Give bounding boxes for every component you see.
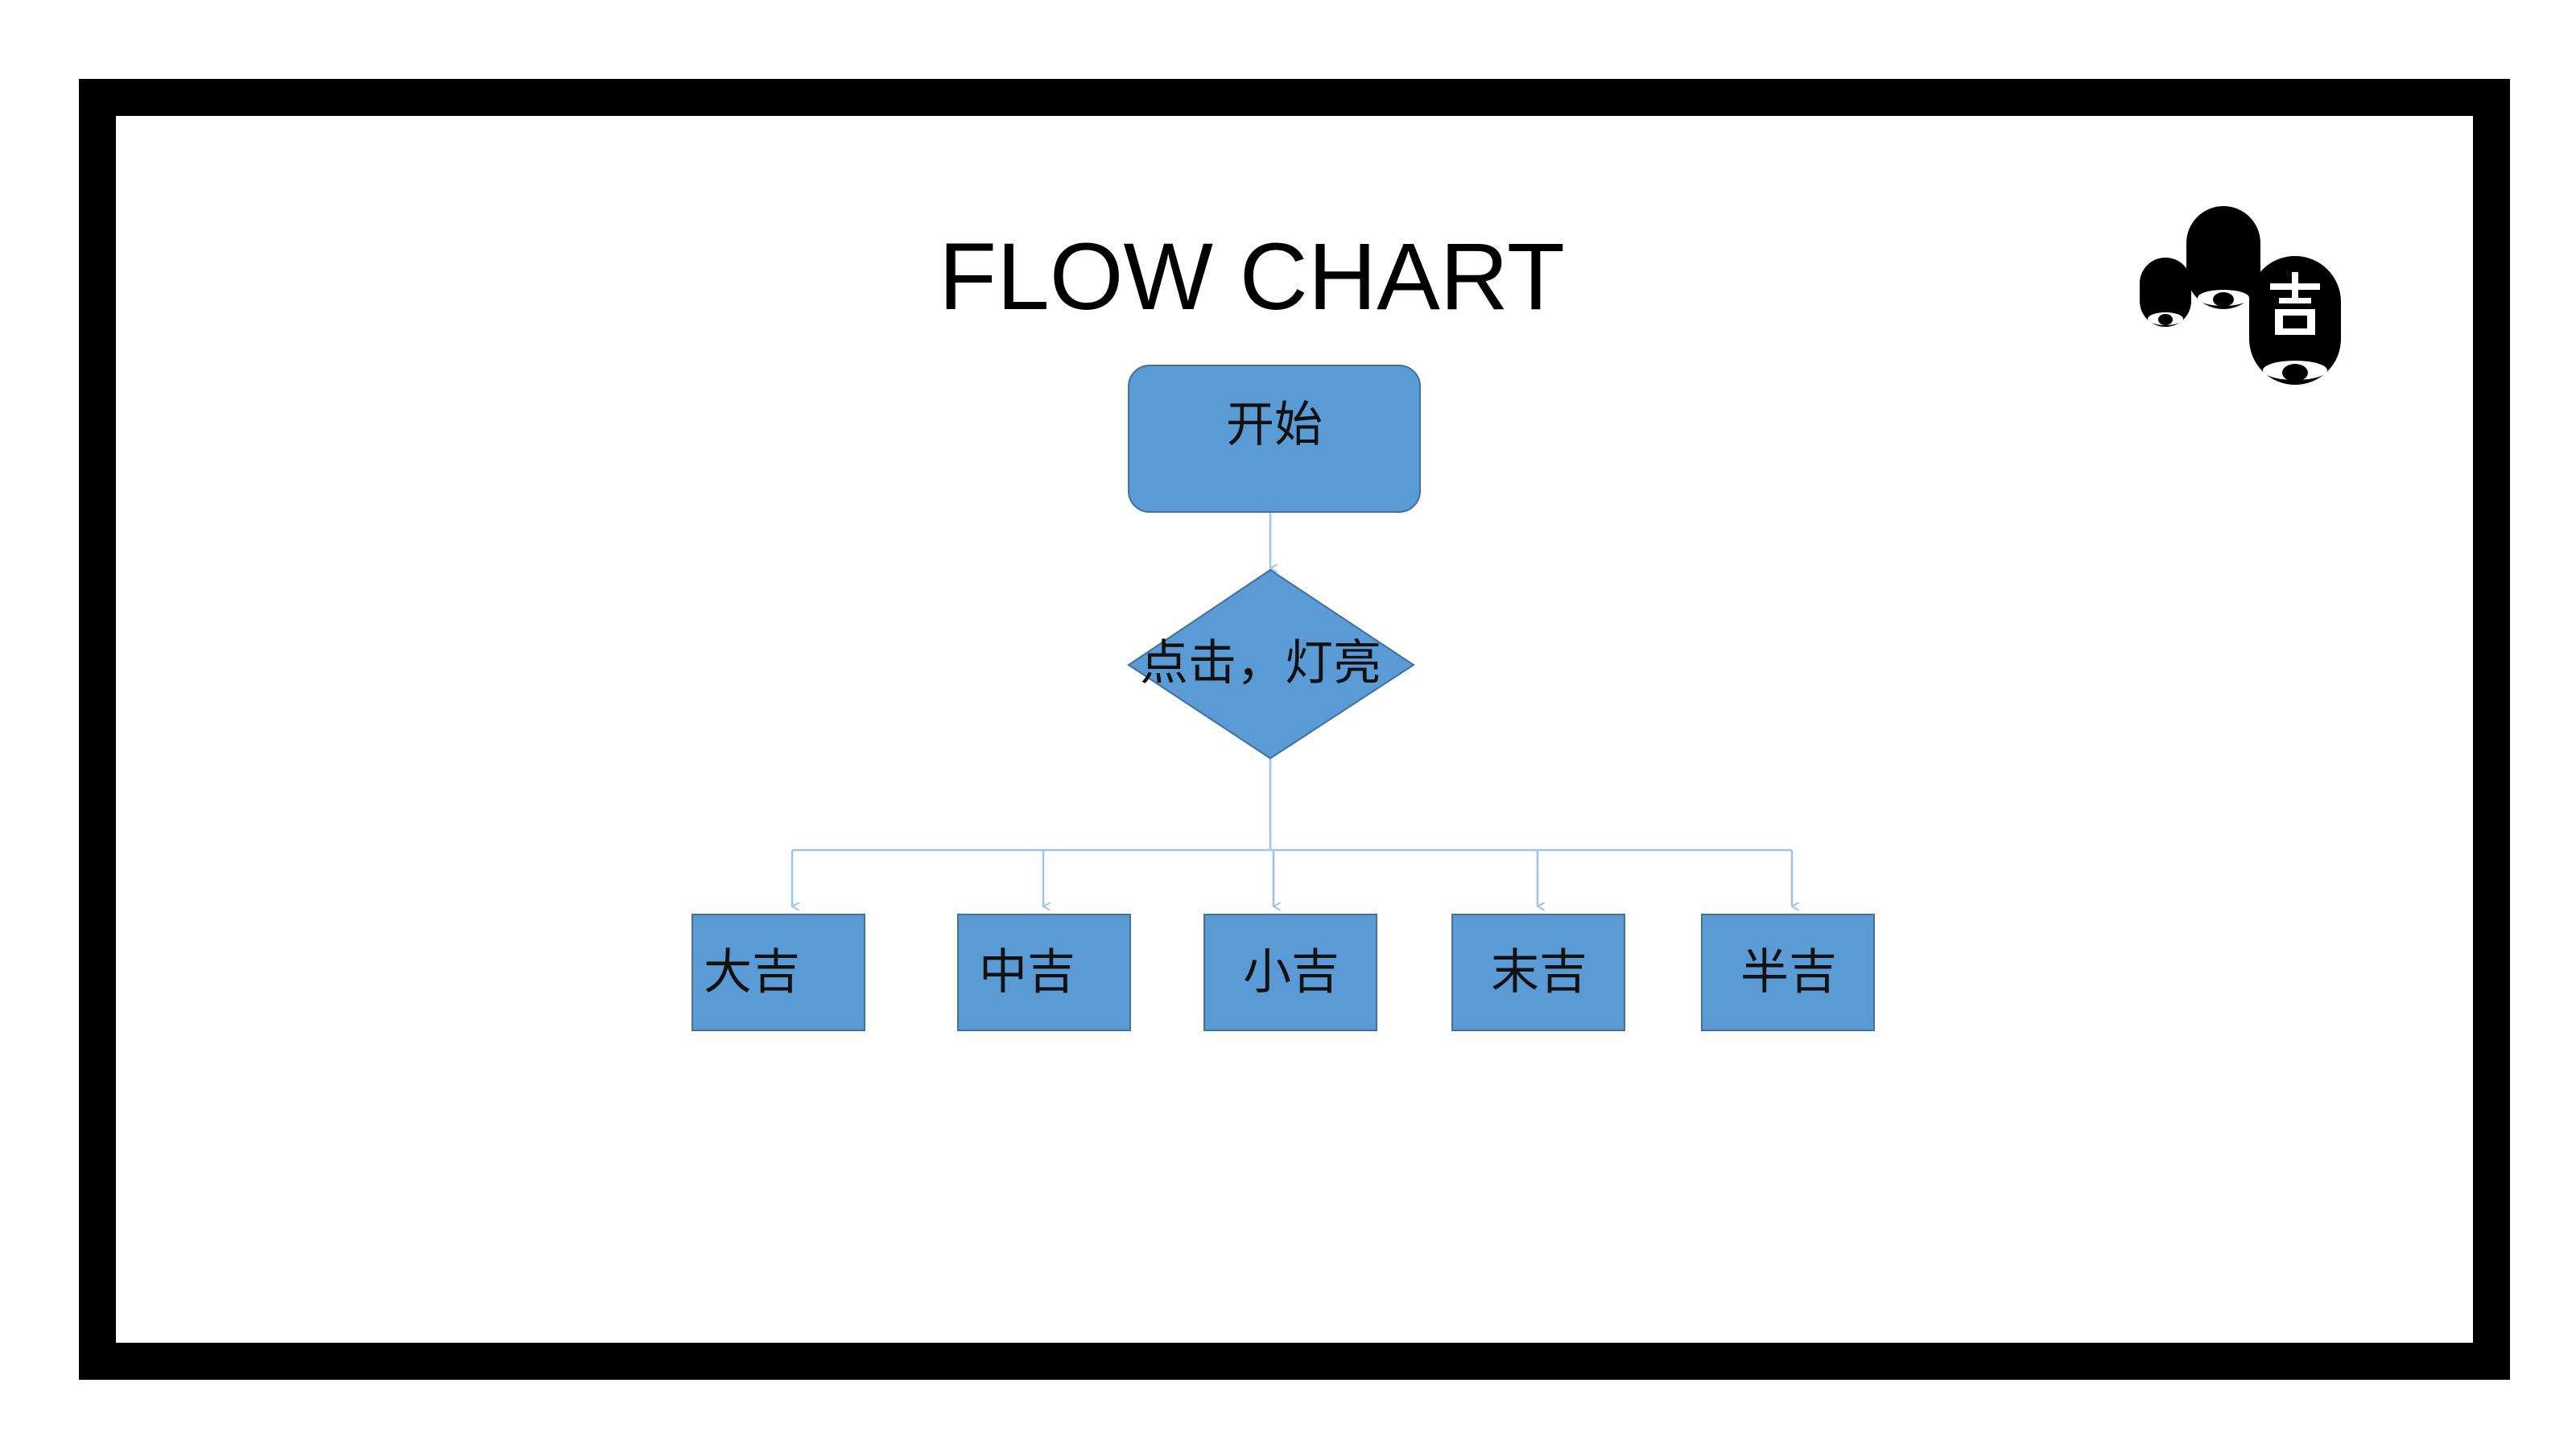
outcome-node-4: 末吉 — [1451, 914, 1625, 1031]
outcome-node-4-label: 末吉 — [1491, 944, 1587, 1001]
outcome-node-3: 小吉 — [1203, 914, 1377, 1031]
outcome-node-1: 大吉 — [691, 914, 865, 1031]
three-capsule-logo-icon — [2140, 206, 2341, 385]
outcome-node-5-label: 半吉 — [1740, 944, 1837, 1001]
start-node-label: 开始 — [1226, 397, 1323, 453]
outcome-node-2: 中吉 — [957, 914, 1131, 1031]
outcome-node-1-label: 大吉 — [704, 944, 800, 1001]
decision-node-label: 点击，灯亮 — [1140, 635, 1381, 691]
outcome-node-3-label: 小吉 — [1243, 944, 1340, 1001]
outcome-node-5: 半吉 — [1701, 914, 1875, 1031]
logo-character-ji — [2270, 272, 2320, 335]
chart-title: FLOW CHART — [939, 224, 1565, 330]
outcome-node-2-label: 中吉 — [979, 944, 1075, 1001]
decision-node: 点击，灯亮 — [1127, 568, 1415, 760]
connectors — [791, 512, 1792, 906]
slide-frame — [79, 79, 2510, 1380]
start-node: 开始 — [1128, 365, 1421, 513]
